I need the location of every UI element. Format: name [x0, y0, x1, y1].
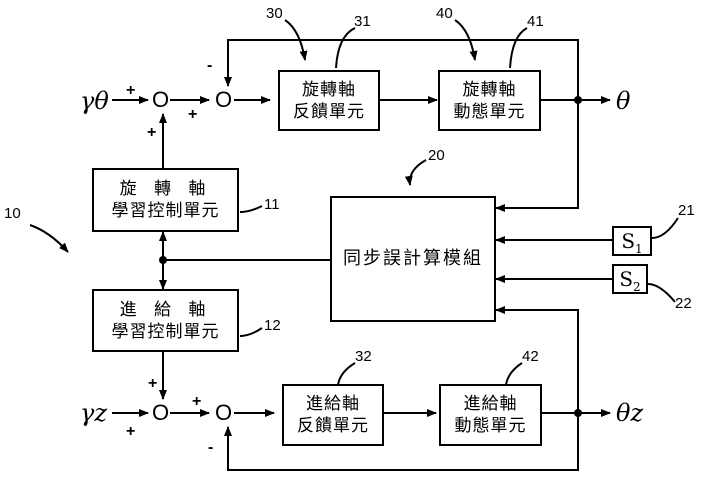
- block-label: 學習控制單元: [111, 201, 220, 221]
- minus-sign: -: [208, 439, 214, 456]
- feed-output-symbol: θz: [616, 399, 644, 427]
- rot-summing-junction-1: O: [152, 87, 170, 112]
- ref-40: 40: [436, 5, 453, 22]
- ref-leader-30: [284, 19, 308, 61]
- ref-leader-20: [404, 159, 427, 186]
- block-label: 學習控制單元: [111, 321, 220, 342]
- ref-11: 11: [264, 196, 280, 213]
- ref-20: 20: [428, 147, 445, 164]
- ref-10: 10: [4, 205, 21, 222]
- block-label: 反饋單元: [297, 416, 369, 436]
- plus-sign: +: [188, 106, 198, 123]
- rot-output-symbol: θ: [616, 87, 631, 115]
- ref-21: 21: [678, 202, 695, 219]
- ref-31: 31: [354, 13, 371, 30]
- feed-takeoff-dot: [574, 409, 582, 417]
- rot-dynamic-unit: 旋轉軸 動態單元: [438, 70, 541, 131]
- minus-sign: -: [207, 57, 213, 74]
- rot-feedback-unit: 旋轉軸 反饋單元: [278, 70, 380, 131]
- plus-sign: +: [192, 393, 202, 410]
- rot-learning-control-unit: 旋 轉 軸 學習控制單元: [92, 168, 239, 232]
- ref-32: 32: [355, 348, 372, 365]
- block-label: 旋轉軸: [462, 79, 517, 100]
- feed-feedback-unit: 進給軸 反饋單元: [282, 384, 384, 446]
- sync-branch-dot: [159, 256, 167, 264]
- plus-sign: +: [147, 124, 157, 141]
- plus-sign: +: [148, 375, 158, 392]
- block-label: 進給軸: [306, 394, 360, 414]
- feed-learning-control-unit: 進 給 軸 學習控制單元: [92, 289, 239, 352]
- rot-feedback-loop: [224, 39, 579, 100]
- rot-input-symbol: γθ: [80, 87, 109, 115]
- feed-summing-junction-1: O: [152, 400, 170, 425]
- plus-sign: +: [126, 82, 136, 99]
- block-label: 進 給 軸: [119, 299, 212, 320]
- ref-leader-40: [454, 19, 478, 61]
- ref-leader-10: [29, 224, 69, 253]
- ref-42: 42: [522, 348, 539, 365]
- feed-dynamic-unit: 進給軸 動態單元: [439, 384, 542, 446]
- feed-input-symbol: γz: [80, 399, 107, 427]
- rot-takeoff-dot: [574, 96, 582, 104]
- sensor-s2: S2: [612, 264, 648, 294]
- block-label: 同步誤計算模組: [343, 248, 483, 269]
- sensor-s1: S1: [612, 226, 652, 256]
- feed-feedback-loop: [224, 413, 579, 471]
- ref-12: 12: [264, 317, 281, 334]
- block-label: 進給軸: [463, 394, 518, 414]
- feed-summing-junction-2: O: [215, 400, 233, 425]
- ref-41: 41: [527, 13, 544, 30]
- rot-summing-junction-2: O: [215, 87, 233, 112]
- sync-error-calc-module: 同步誤計算模組: [330, 196, 496, 322]
- block-label: 旋 轉 軸: [119, 179, 212, 199]
- block-label: 動態單元: [453, 101, 526, 122]
- ref-30: 30: [266, 5, 283, 22]
- block-label: 旋轉軸: [302, 79, 356, 100]
- ref-22: 22: [675, 295, 692, 312]
- block-label: 反饋單元: [293, 101, 365, 122]
- plus-sign: +: [126, 423, 136, 440]
- block-label: 動態單元: [454, 416, 527, 436]
